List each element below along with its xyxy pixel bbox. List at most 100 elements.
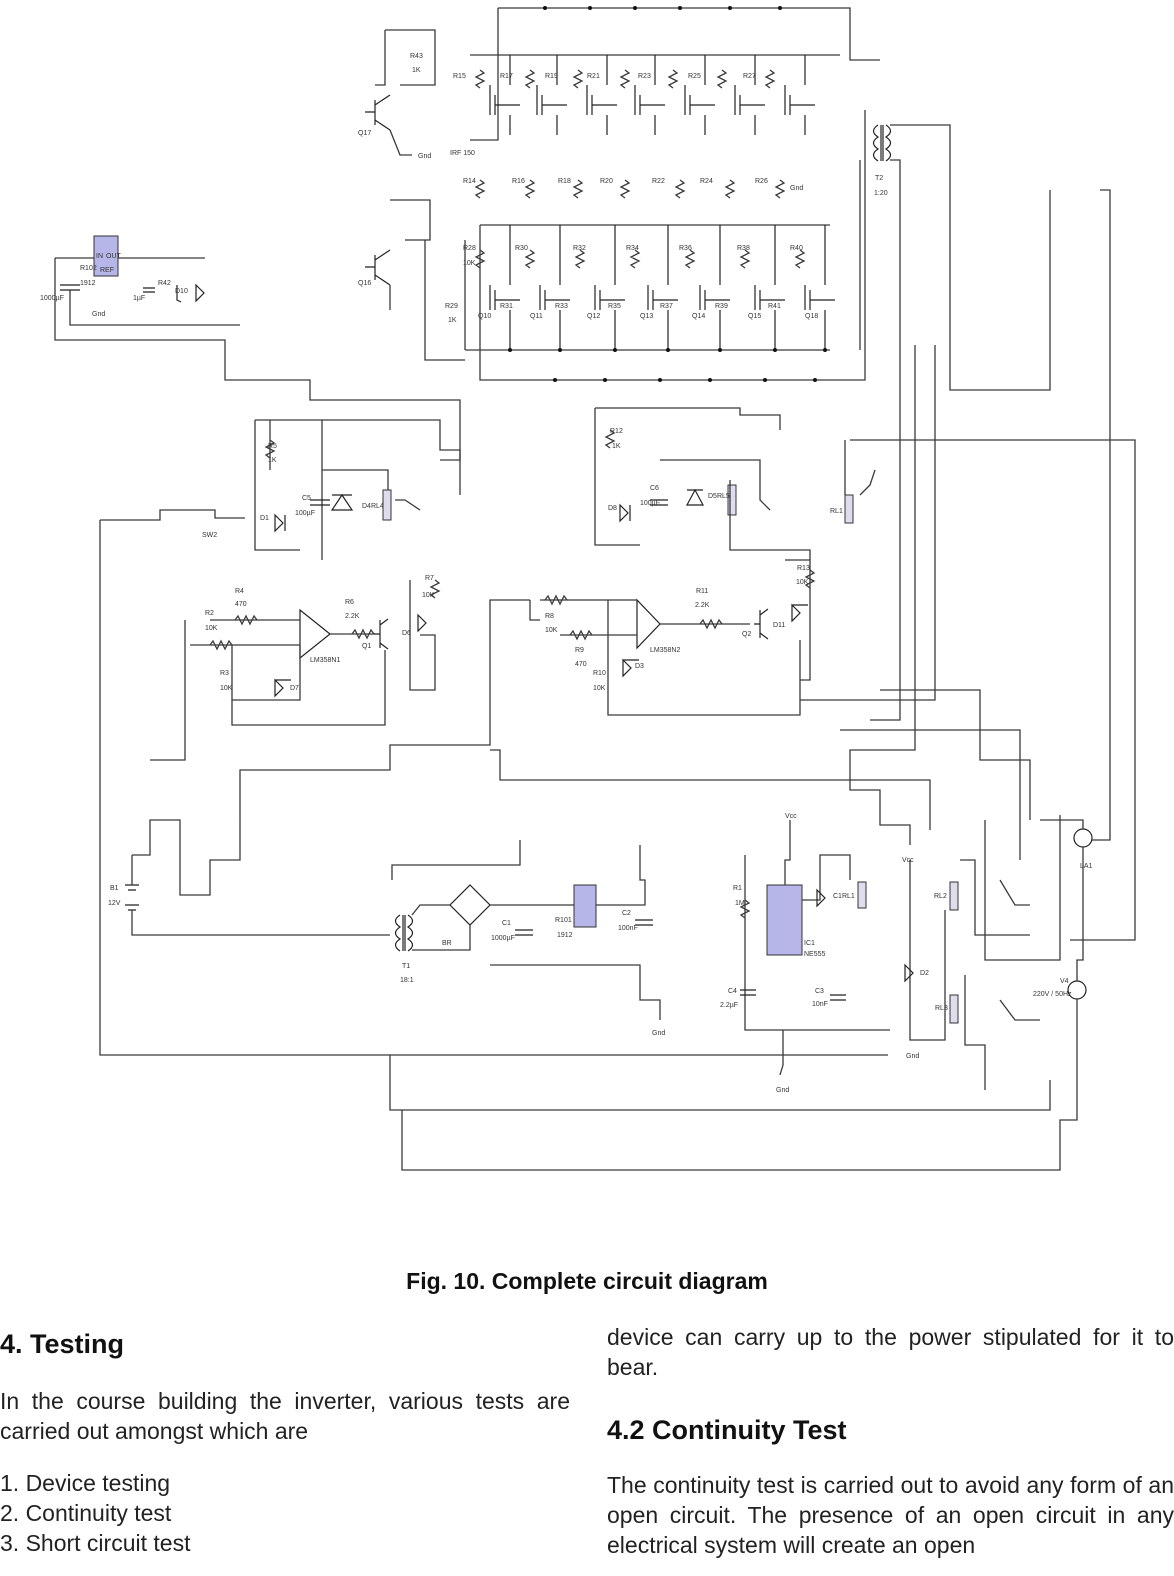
section-heading-continuity: 4.2 Continuity Test bbox=[607, 1415, 847, 1445]
label-r6-value: 2.2K bbox=[345, 613, 360, 620]
label-r2-value: 10K bbox=[205, 625, 218, 632]
label-r11-value: 2.2K bbox=[695, 602, 710, 609]
battery-b1 bbox=[125, 599, 530, 936]
label-r9: R9 bbox=[575, 647, 584, 654]
junction-dots bbox=[508, 6, 827, 382]
label-r29: R29 bbox=[445, 303, 458, 310]
label-r6: R6 bbox=[345, 599, 354, 606]
relay-block bbox=[401, 189, 1111, 1171]
label-q13: Q13 bbox=[640, 313, 653, 320]
label-r1: R1 bbox=[733, 885, 742, 892]
label-q15: Q15 bbox=[748, 313, 761, 320]
label-opamp2: LM358N2 bbox=[650, 647, 680, 654]
list-item: 1. Device testing bbox=[0, 1470, 171, 1496]
label-r31: R31 bbox=[500, 303, 513, 310]
circuit-diagram: Q17 Q16 R43 1K Gnd IRF 150 R15 R17 R19 R… bbox=[40, 0, 1174, 1230]
label-r13: R13 bbox=[797, 565, 810, 572]
label-v4-value: 220V / 50Hz bbox=[1033, 991, 1072, 998]
label-r34: R34 bbox=[626, 245, 639, 252]
label-r10-value: 10K bbox=[593, 685, 606, 692]
label-r42: R42 bbox=[158, 280, 171, 287]
label-q11: Q11 bbox=[530, 313, 543, 320]
right-column: device can carry up to the power stipula… bbox=[607, 1322, 1174, 1560]
label-r30: R30 bbox=[515, 245, 528, 252]
label-r26: R26 bbox=[755, 178, 768, 185]
label-rl3: RL3 bbox=[935, 1005, 948, 1012]
label-rl1: RL1 bbox=[830, 508, 843, 515]
label-r16: R16 bbox=[512, 178, 525, 185]
driver-transistors bbox=[365, 29, 465, 361]
label-r23: R23 bbox=[638, 73, 651, 80]
mosfet-bank bbox=[464, 6, 880, 382]
label-c6: C6 bbox=[650, 485, 659, 492]
label-d7: D7 bbox=[290, 685, 299, 692]
label-q10: Q10 bbox=[478, 313, 491, 320]
label-t2: T2 bbox=[875, 175, 883, 182]
mosfet-lower-row bbox=[489, 225, 835, 350]
regulator-block bbox=[54, 235, 461, 461]
transformer-t2 bbox=[859, 124, 1051, 721]
label-r40: R40 bbox=[790, 245, 803, 252]
label-r13-value: 10K bbox=[796, 579, 809, 586]
label-v4: V4 bbox=[1060, 978, 1069, 985]
label-r32: R32 bbox=[573, 245, 586, 252]
label-q14: Q14 bbox=[692, 313, 705, 320]
label-mosfet-type: IRF 150 bbox=[450, 150, 475, 157]
label-la1: LA1 bbox=[1080, 863, 1093, 870]
continuity-paragraph: The continuity test is carried out to av… bbox=[607, 1472, 1174, 1558]
label-r3: R3 bbox=[220, 670, 229, 677]
label-r22: R22 bbox=[652, 178, 665, 185]
label-r35: R35 bbox=[608, 303, 621, 310]
label-b1: B1 bbox=[110, 885, 119, 892]
label-c2-value: 100nF bbox=[618, 925, 638, 932]
label-c4: C4 bbox=[728, 988, 737, 995]
label-q2: Q2 bbox=[742, 631, 751, 638]
mosfet-upper-row bbox=[489, 55, 815, 135]
label-vcc-timer: Vcc bbox=[785, 813, 797, 820]
continued-paragraph: device can carry up to the power stipula… bbox=[607, 1324, 1174, 1380]
label-r8-value: 10K bbox=[545, 627, 558, 634]
label-b1-value: 12V bbox=[108, 900, 121, 907]
label-r17: R17 bbox=[500, 73, 513, 80]
label-opamp1: LM358N1 bbox=[310, 657, 340, 664]
label-r8: R8 bbox=[545, 613, 554, 620]
supply-block bbox=[389, 840, 1051, 1111]
label-t2-ratio: 1:20 bbox=[874, 190, 888, 197]
label-d2: D2 bbox=[920, 970, 929, 977]
label-q18: Q18 bbox=[805, 313, 818, 320]
label-c1u: 1µF bbox=[133, 295, 145, 302]
label-q1: Q1 bbox=[362, 643, 371, 650]
label-q12: Q12 bbox=[587, 313, 600, 320]
resistor-stacks bbox=[474, 69, 806, 269]
label-r27: R27 bbox=[743, 73, 756, 80]
label-reg-out: OUT bbox=[106, 253, 122, 260]
label-c5: C5 bbox=[302, 495, 311, 502]
label-r19: R19 bbox=[545, 73, 558, 80]
component-labels: Q17 Q16 R43 1K Gnd IRF 150 R15 R17 R19 R… bbox=[40, 53, 1093, 1094]
label-r24: R24 bbox=[700, 178, 713, 185]
label-r21: R21 bbox=[587, 73, 600, 80]
label-r5-value: 1K bbox=[268, 457, 277, 464]
label-r7: R7 bbox=[425, 575, 434, 582]
comparator-2-block bbox=[529, 407, 1136, 941]
label-c6-value: 100µF bbox=[640, 500, 660, 507]
label-r12: R12 bbox=[610, 428, 623, 435]
label-d5rl5: D5RL5 bbox=[708, 493, 730, 500]
label-gnd-relay: Gnd bbox=[906, 1053, 919, 1060]
label-r43: R43 bbox=[410, 53, 423, 60]
label-r102-value: 1912 bbox=[80, 280, 96, 287]
left-column: 4. Testing In the course building the in… bbox=[0, 1322, 570, 1558]
label-r5: R5 bbox=[268, 443, 277, 450]
label-ic1: IC1 bbox=[804, 940, 815, 947]
label-r3-value: 10K bbox=[220, 685, 233, 692]
label-k10-a: 10K bbox=[463, 260, 476, 267]
label-vcc-relay: Vcc bbox=[902, 857, 914, 864]
label-c1rl1: C1RL1 bbox=[833, 893, 855, 900]
label-d4rl4: D4RL4 bbox=[362, 503, 384, 510]
label-ic1-value: NE555 bbox=[804, 951, 826, 958]
label-c1-value: 1000µF bbox=[491, 935, 515, 942]
section-heading-testing: 4. Testing bbox=[0, 1329, 125, 1359]
label-c2: C2 bbox=[622, 910, 631, 917]
label-r7-value: 10K bbox=[422, 592, 435, 599]
label-c3: C3 bbox=[815, 988, 824, 995]
